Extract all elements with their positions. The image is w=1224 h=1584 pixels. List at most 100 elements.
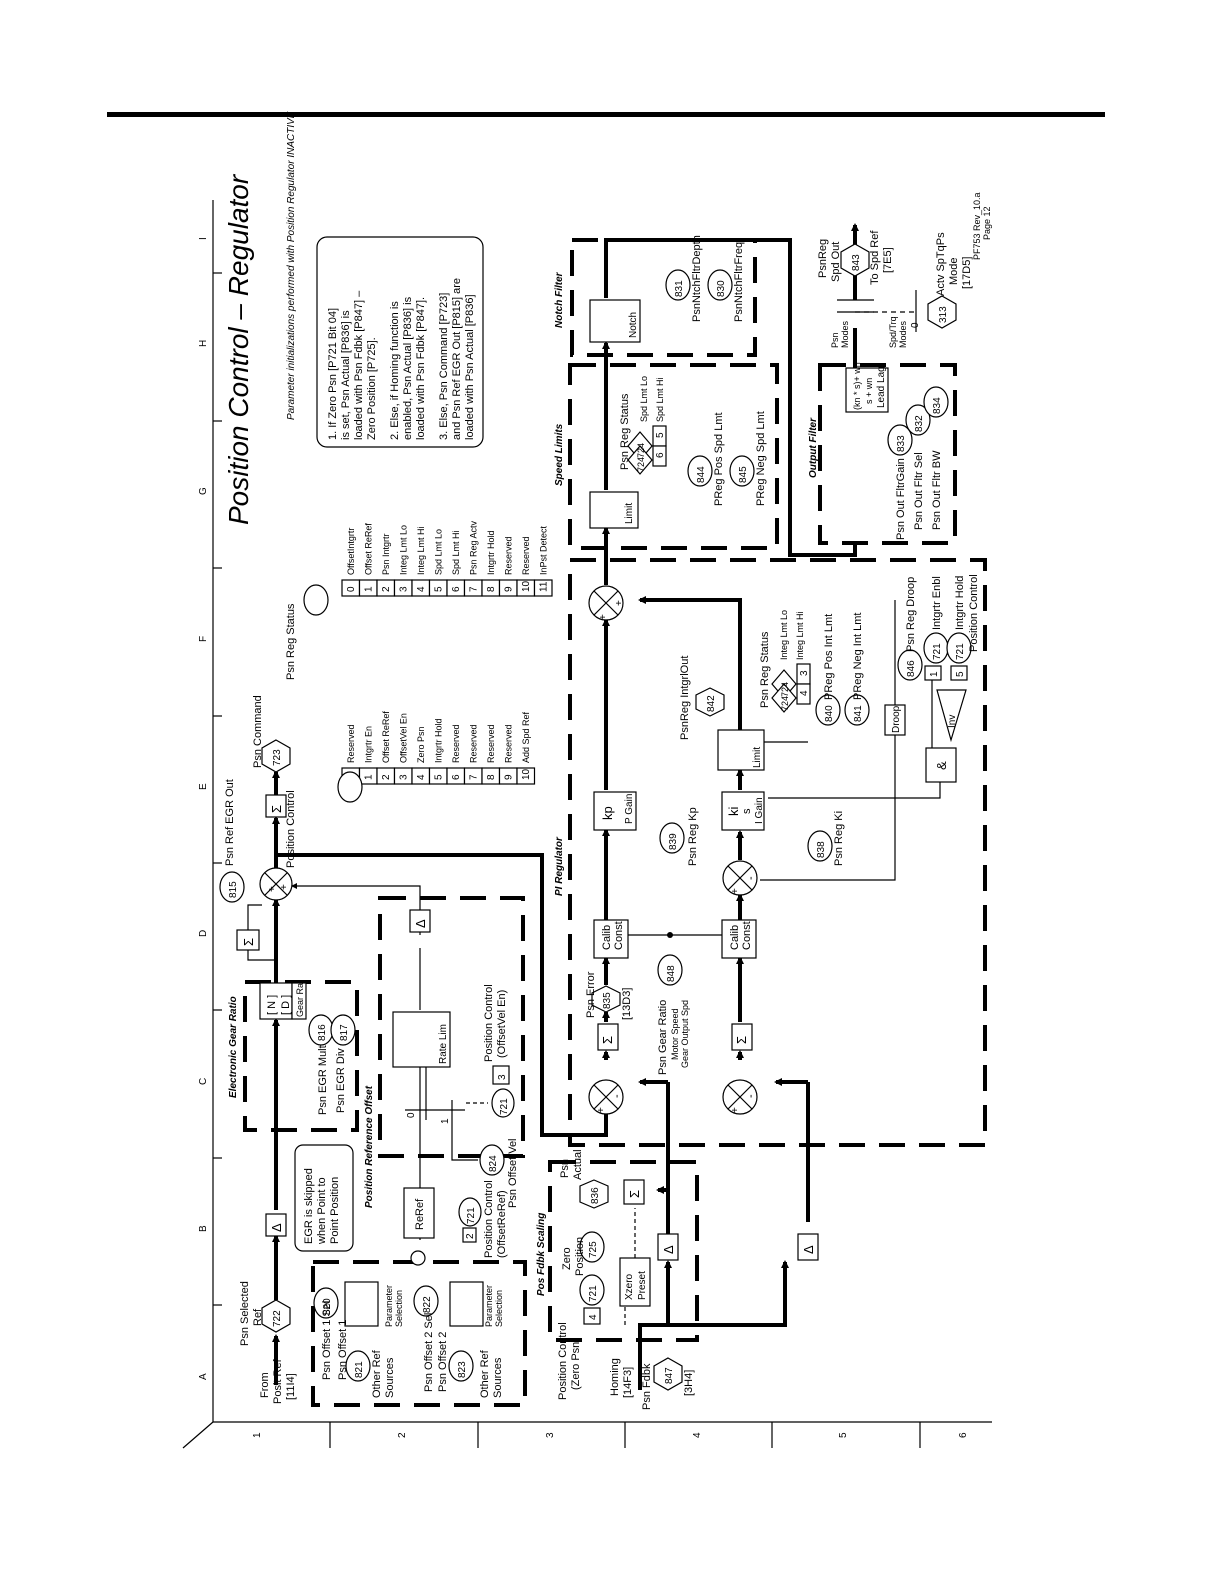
sigma-pi-1: Σ bbox=[600, 1036, 615, 1044]
grid-row-label: 3 bbox=[545, 1432, 556, 1438]
param-823: 823 bbox=[457, 1361, 468, 1378]
section-speed bbox=[568, 363, 779, 550]
param-847: 847 bbox=[664, 1367, 675, 1384]
lead-lag-fn: (kn * s)+ wn bbox=[852, 362, 862, 410]
bit-name: Reserved bbox=[468, 724, 478, 763]
kp: kp bbox=[600, 806, 615, 820]
posit-ref-label: Posit Ref bbox=[272, 1358, 284, 1404]
section-title-pi: PI Regulator bbox=[554, 836, 565, 896]
section-title-output: Output Filter bbox=[808, 417, 819, 478]
param-845: 845 bbox=[738, 466, 749, 483]
psn-egr-div: Psn EGR Div bbox=[335, 1048, 347, 1113]
init-note-item: 1. If Zero Psn [P721 Bit 04]is set, Psn … bbox=[327, 290, 378, 440]
bit-number: 8 bbox=[486, 774, 497, 780]
param-841: 841 bbox=[853, 705, 864, 722]
param-844: 844 bbox=[696, 466, 707, 483]
pc-offset-reref: Position Control bbox=[483, 1180, 495, 1258]
preg-neg-int-lmt: PReg Neg Int Lmt bbox=[852, 613, 864, 700]
param-722: 722 bbox=[272, 1310, 283, 1327]
bit-name: Offset ReRef bbox=[381, 711, 391, 763]
bit-number: 1 bbox=[363, 586, 374, 592]
calib-2: Calib bbox=[729, 925, 741, 950]
pi-plus-5: + bbox=[614, 600, 625, 606]
limit-i: Limit bbox=[752, 747, 763, 768]
psn-actual-2: Actual bbox=[572, 1149, 584, 1180]
bit-3: 3 bbox=[497, 1074, 508, 1080]
param-834: 834 bbox=[932, 397, 943, 414]
param-721-a: 721 bbox=[466, 1207, 477, 1224]
blocks bbox=[219, 243, 972, 1391]
egr-skip-note: EGR is skippedwhen Point toPoint Positio… bbox=[303, 1168, 341, 1245]
and-gate: & bbox=[934, 761, 949, 770]
psn-reg-droop: Psn Reg Droop bbox=[905, 577, 917, 652]
init-note-item: 3. Else, Psn Command [P723]and Psn Ref E… bbox=[438, 278, 476, 440]
posit-ref-ref: [11I4] bbox=[285, 1373, 297, 1400]
param-sel-2: Parameter bbox=[484, 1285, 494, 1327]
param-842: 842 bbox=[706, 695, 717, 712]
xzero: Xzero bbox=[624, 1273, 635, 1300]
param-sel-2b: Selection bbox=[494, 1290, 504, 1327]
intgrtr-hold: Intgrtr Hold bbox=[954, 576, 966, 630]
psn-offset1-sel: Psn Offset 1 Sel bbox=[321, 1301, 333, 1380]
psn-out-fltr-gain: Psn Out FltrGain bbox=[895, 458, 907, 540]
notch: Notch bbox=[628, 312, 639, 338]
bit-4-s: 4 bbox=[799, 690, 810, 696]
init-heading: Parameter initializations performed with… bbox=[286, 111, 297, 420]
bit-name: Offset ReRef bbox=[363, 523, 373, 575]
bit-3-s: 3 bbox=[799, 670, 810, 676]
psn-fdbk: Psn Fdbk bbox=[641, 1363, 653, 1410]
bit-number: 7 bbox=[468, 774, 479, 780]
zero-position-2: Position bbox=[574, 1237, 586, 1276]
delta-d: Δ bbox=[413, 919, 428, 928]
grid-column-label: A bbox=[198, 1373, 209, 1380]
param-724-i2: 724 bbox=[780, 696, 790, 711]
param-831: 831 bbox=[674, 280, 685, 297]
section-output bbox=[818, 363, 957, 545]
param-724-i1: 724 bbox=[780, 682, 790, 697]
param-846: 846 bbox=[906, 660, 917, 677]
bit-number: 10 bbox=[521, 580, 532, 592]
psnreg-intgrl-out: PsnReg IntgrlOut bbox=[679, 656, 691, 740]
grid-column-label: E bbox=[198, 783, 209, 790]
bit-number: 1 bbox=[363, 774, 374, 780]
grid-row-label: 2 bbox=[397, 1432, 408, 1438]
section-title-pro: Position Reference Offset bbox=[364, 1085, 375, 1208]
grid-row-label: 5 bbox=[838, 1432, 849, 1438]
rate-lim: Rate Lim bbox=[438, 1024, 449, 1064]
header-rule bbox=[107, 112, 1105, 117]
psn-offset2-sel: Psn Offset 2 Sel bbox=[423, 1313, 435, 1392]
grid-column-label: F bbox=[198, 636, 209, 642]
calib-1: Calib bbox=[601, 925, 613, 950]
bit-5: 5 bbox=[955, 671, 966, 677]
psn-reg-status-s: Psn Reg Status bbox=[619, 393, 631, 470]
limit-s: Limit bbox=[624, 503, 635, 524]
preset: Preset bbox=[637, 1271, 648, 1300]
grid-row-label: 4 bbox=[692, 1432, 703, 1438]
bit-number: 2 bbox=[381, 586, 392, 592]
section-pfs bbox=[548, 1160, 699, 1342]
grid-column-label: H bbox=[198, 340, 209, 347]
preg-pos-int-lmt: PReg Pos Int Lmt bbox=[823, 614, 835, 700]
bit-number: 3 bbox=[398, 774, 409, 780]
bit-name: Reserved bbox=[486, 724, 496, 763]
zero-position: Zero bbox=[561, 1247, 573, 1270]
pi-plus-4: + bbox=[598, 614, 609, 620]
psn-reg-status-i: Psn Reg Status bbox=[759, 631, 771, 708]
bit-name: Spd Lmt Lo bbox=[433, 529, 443, 575]
psn-ntch-fltr-freq: PsnNtchFltrFreq bbox=[733, 242, 745, 322]
spd-trq-modes: Spd/Trq bbox=[888, 316, 898, 348]
bit-name: Add Spd Ref bbox=[521, 711, 531, 763]
pc-offset-reref-2: (OffsetReRef) bbox=[496, 1190, 508, 1258]
section-egr bbox=[243, 980, 359, 1132]
bit-name: Reserved bbox=[503, 724, 513, 763]
bit-name: Reserved bbox=[521, 536, 531, 575]
const-2: Const bbox=[741, 921, 753, 950]
bit-number: 7 bbox=[468, 586, 479, 592]
sum-plus-2: + bbox=[279, 884, 290, 890]
pc-zero-psn-2: (Zero Psn) bbox=[570, 1338, 582, 1390]
page-ref: Page 12 bbox=[982, 206, 992, 240]
bit-6-s: 6 bbox=[655, 452, 666, 458]
bit-name: Integ Lmt Lo bbox=[398, 525, 408, 575]
other-ref-1b: Sources bbox=[384, 1357, 396, 1398]
psn-reg-ki: Psn Reg Ki bbox=[833, 811, 845, 866]
